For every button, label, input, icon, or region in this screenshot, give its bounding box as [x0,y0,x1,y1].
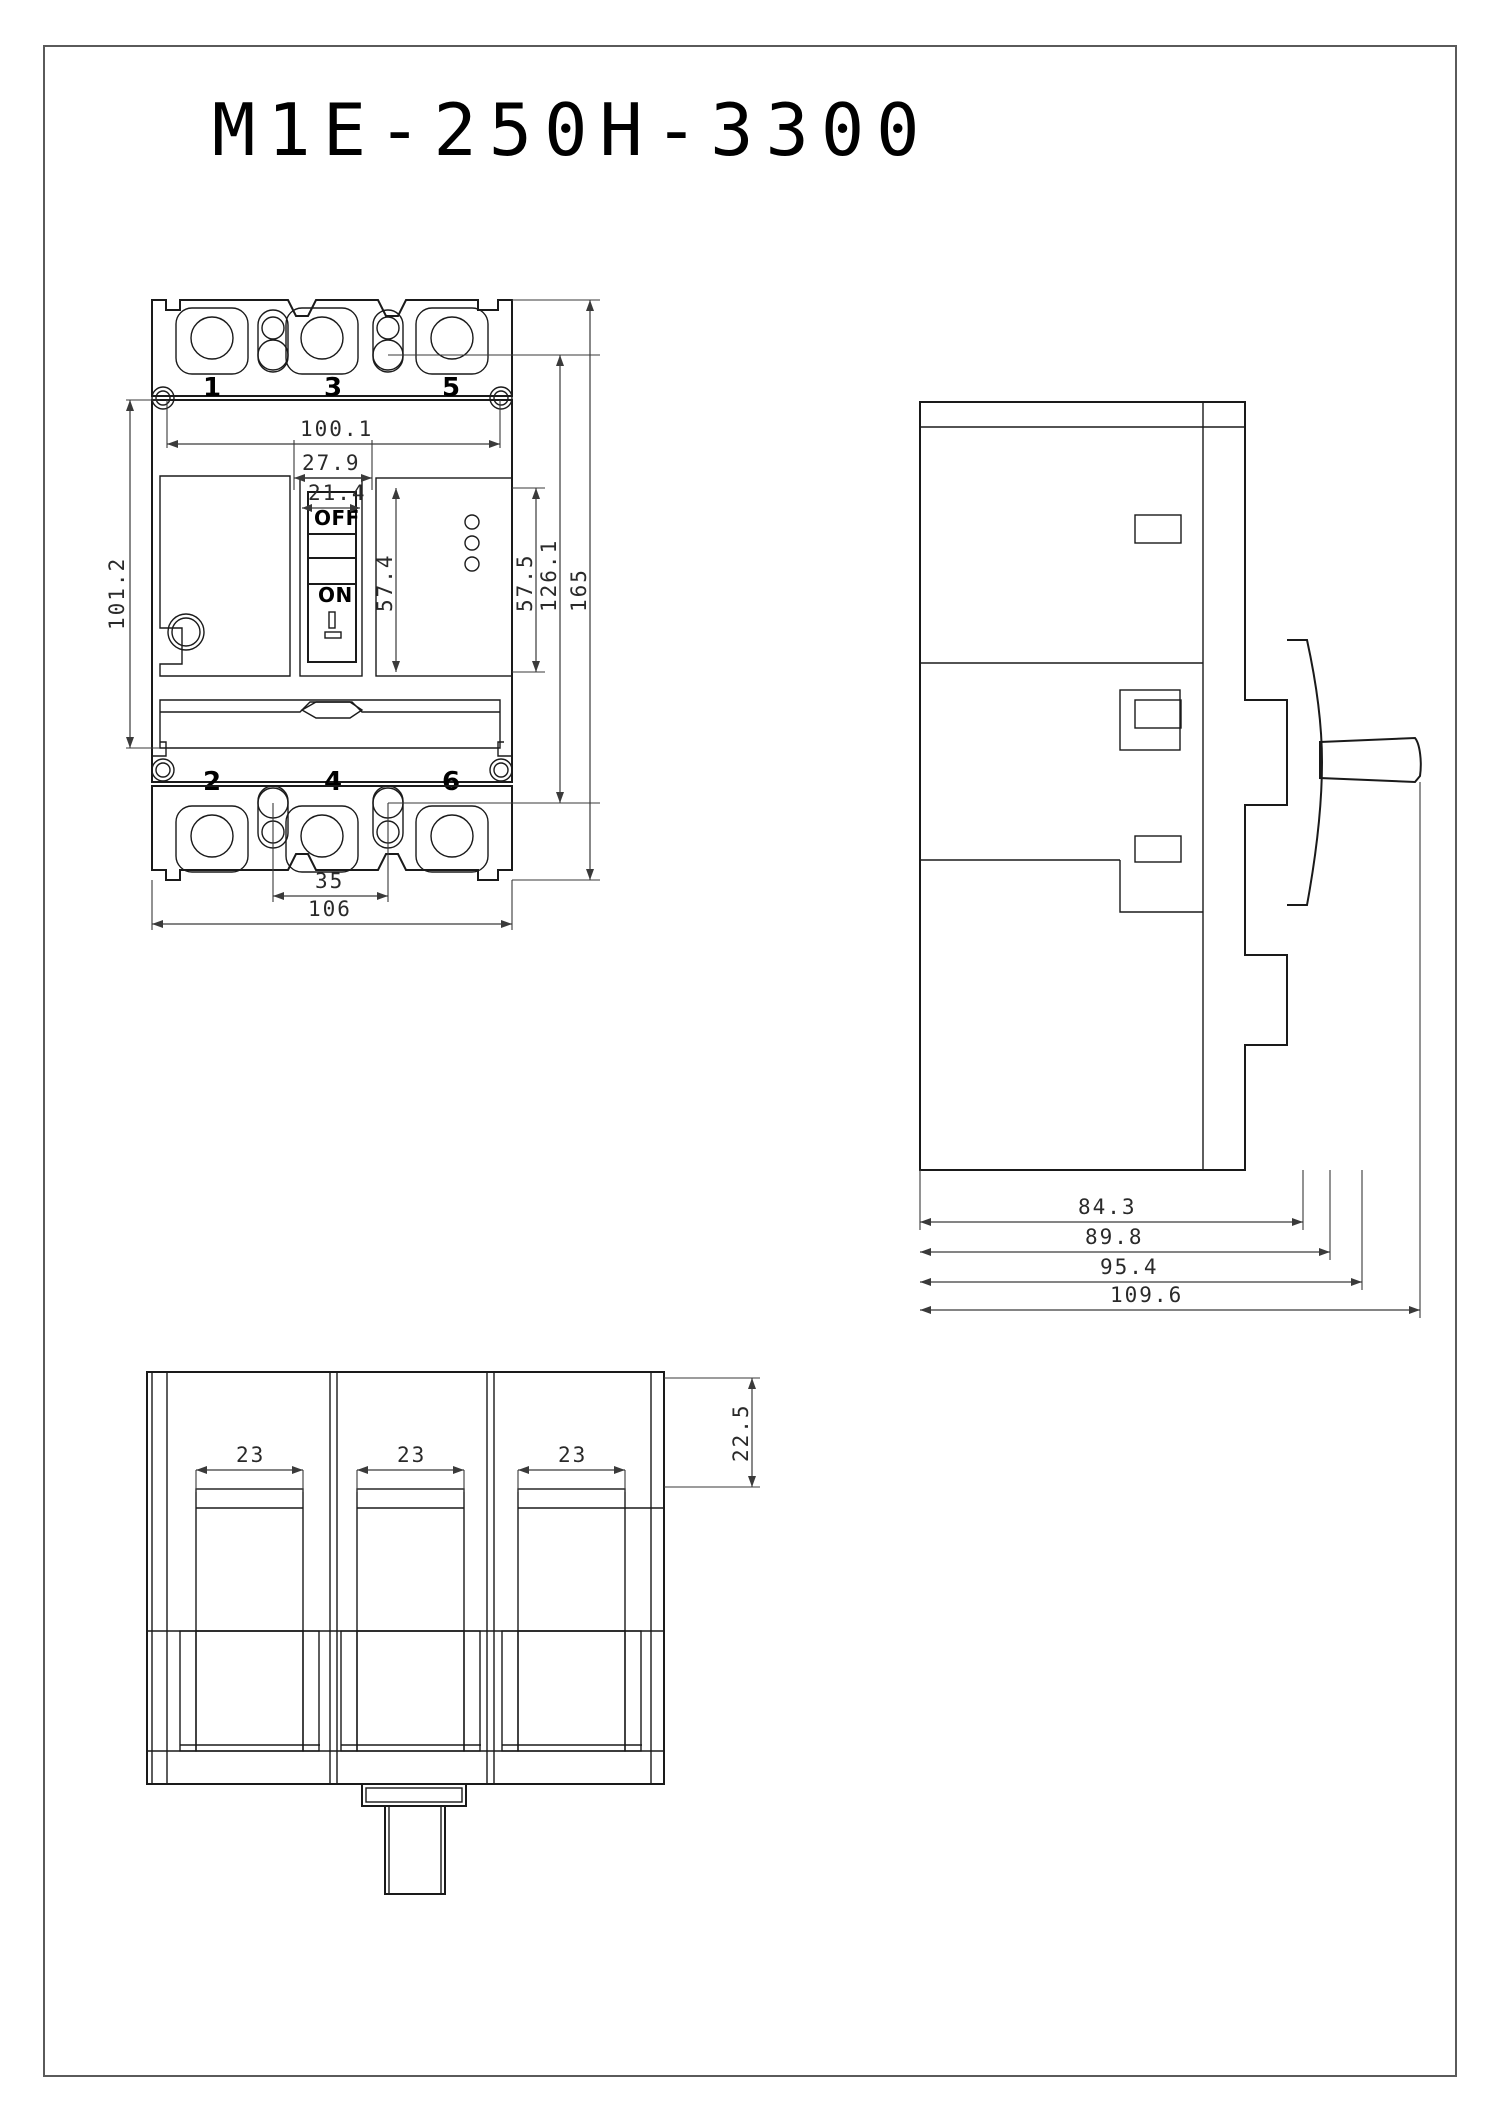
dim-label-95-4: 95.4 [1100,1255,1159,1279]
dim-label-21-4: 21.4 [308,481,367,505]
side-view: 84.3 89.8 95.4 109.6 [919,401,1422,1318]
dim-label-100-1: 100.1 [300,417,373,441]
terminal-label-5: 5 [442,373,460,403]
dim-label-106: 106 [308,897,352,921]
bottom-view: 23 23 23 22.5 [146,1371,760,1895]
dim-label-22-5: 22.5 [729,1403,753,1462]
terminal-label-4: 4 [324,767,342,797]
dim-label-126-1: 126.1 [537,539,561,612]
dim-label-165: 165 [567,568,591,612]
toggle-switch[interactable]: OFF ON [307,491,360,663]
dim-57-5: 57.5 [512,487,545,673]
dim-27-9: 27.9 [293,440,373,490]
dim-label-27-9: 27.9 [302,451,361,475]
front-view: 1 3 5 [105,299,600,930]
page-border [43,45,1457,2077]
dim-100-1: 100.1 [166,400,501,448]
terminal-label-3: 3 [324,373,342,403]
page-title: M1E-250H-3300 [212,88,932,172]
dim-35: 35 [272,803,389,902]
dim-23-3: 23 [517,1443,626,1492]
dim-23-2: 23 [356,1443,465,1492]
front-bottom-terminal-block [151,785,600,881]
dim-label-101-2: 101.2 [105,557,129,630]
dim-23-1: 23 [195,1443,304,1492]
terminal-label-6: 6 [442,767,460,797]
switch-on-label: ON [318,583,353,607]
dim-label-109-6: 109.6 [1110,1283,1183,1307]
bottom-stem [361,1783,467,1895]
dim-label-23-2: 23 [397,1443,426,1467]
dim-label-57-4: 57.4 [373,553,397,612]
bottom-slot-1 [179,1488,320,1752]
dim-label-57-5: 57.5 [513,553,537,612]
dim-165: 165 [512,299,600,881]
dim-95-4: 95.4 [920,1170,1363,1290]
dim-89-8: 89.8 [920,1170,1331,1260]
front-top-terminal-block [151,299,600,397]
bottom-slot-3 [501,1488,642,1752]
dim-label-84-3: 84.3 [1078,1195,1137,1219]
dim-106: 106 [151,880,513,930]
bottom-slot-2 [340,1488,481,1752]
dim-101-2: 101.2 [105,399,160,749]
dim-label-23-1: 23 [236,1443,265,1467]
dim-label-35: 35 [315,869,344,893]
dim-57-4: 57.4 [373,488,400,672]
dim-22-5: 22.5 [664,1377,760,1488]
terminal-label-1: 1 [203,373,221,403]
dim-label-23-3: 23 [558,1443,587,1467]
terminal-label-2: 2 [203,767,221,797]
dim-109-6: 109.6 [920,782,1421,1318]
front-body: OFF ON [151,386,513,783]
dim-label-89-8: 89.8 [1085,1225,1144,1249]
dim-21-4: 21.4 [302,481,367,512]
dim-84-3: 84.3 [919,1170,1304,1230]
dim-126-1: 126.1 [537,354,600,804]
